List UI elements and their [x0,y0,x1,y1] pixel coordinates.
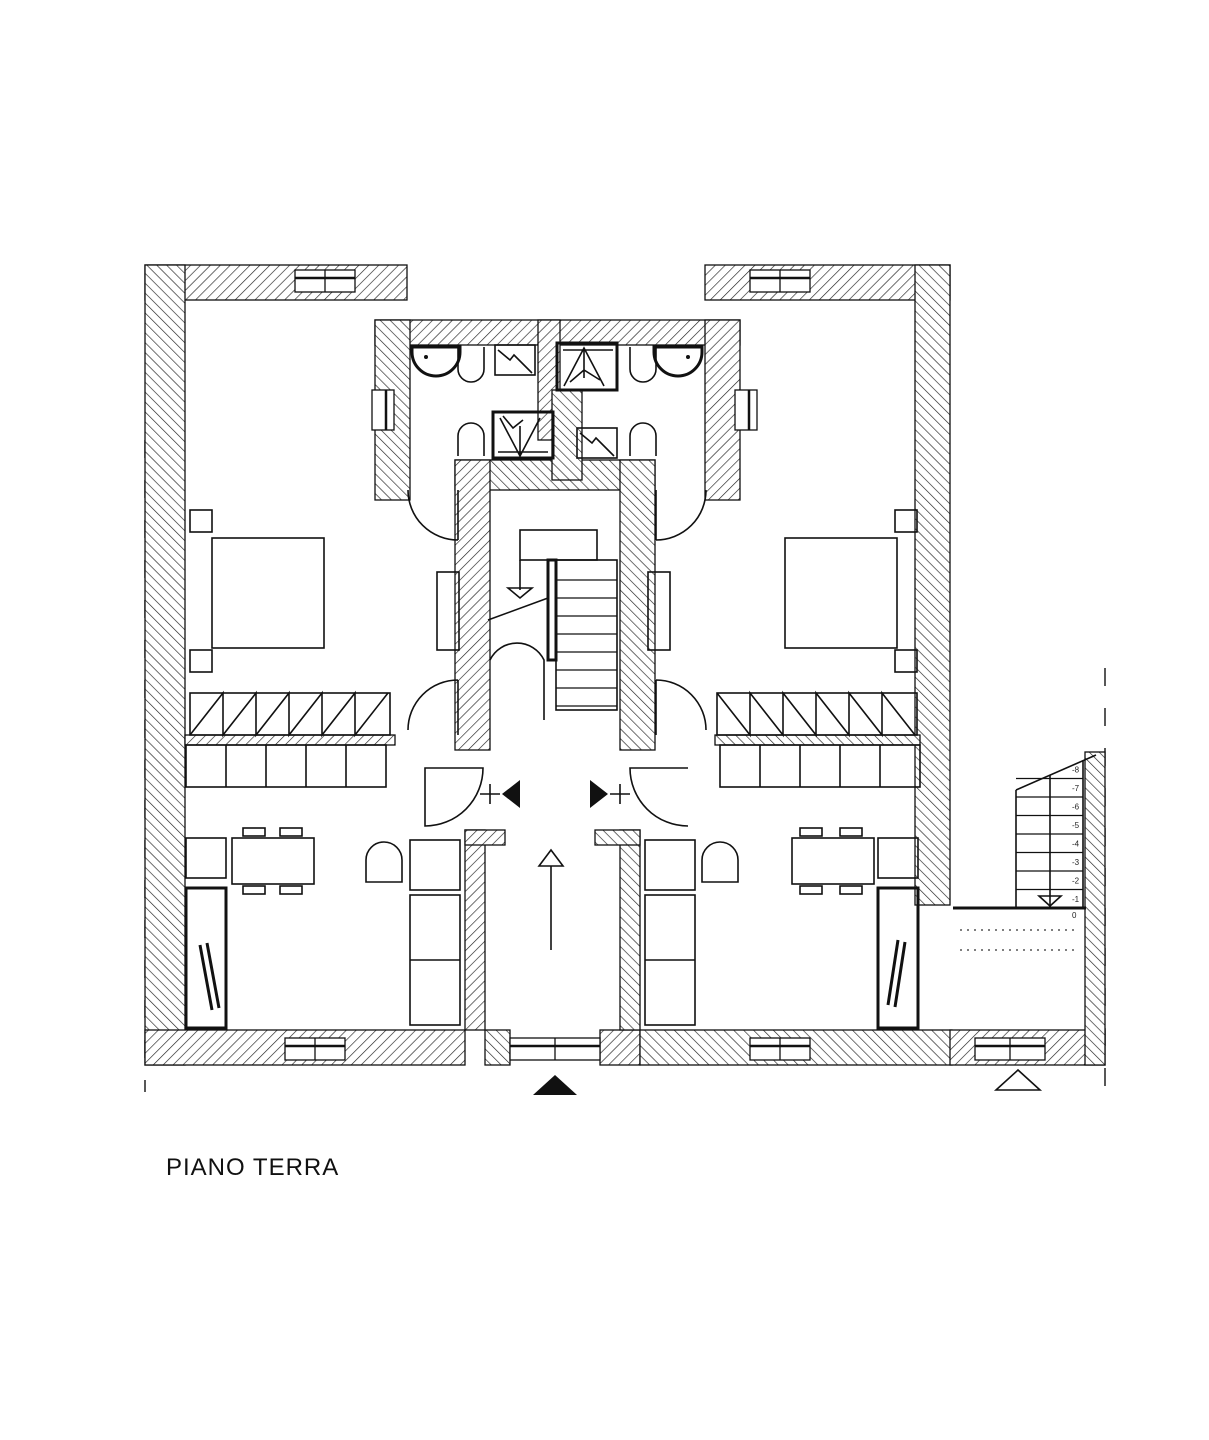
side-entrance-marker [993,1068,1043,1091]
stair-level-label: -8 [1072,766,1080,775]
window [734,389,758,431]
stair-level-label: -3 [1072,858,1080,867]
wall [619,829,641,1031]
wall [184,734,396,746]
wall [914,264,951,906]
stair-level-label: -2 [1072,877,1080,886]
window [294,269,356,293]
bed [784,537,898,649]
window [974,1037,1046,1061]
windows [284,269,1046,1061]
window [749,1037,811,1061]
kitchen-counter [719,744,921,788]
wall [1084,751,1106,1066]
wall [594,829,641,846]
plan-title: PIANO TERRA [166,1154,340,1181]
window [509,1037,601,1061]
dining-table [791,837,875,885]
wall [704,264,951,301]
side-staircase: -8 -7 -6 -5 -4 -3 -2 -1 0 [953,754,1097,951]
window [284,1037,346,1061]
wall [454,459,491,751]
bathroom-right [555,341,704,459]
stair-level-label: -7 [1072,784,1080,793]
wall [714,734,921,746]
walls [144,264,1106,1066]
kitchen-counter [185,744,387,788]
wall [144,264,186,1066]
apartment-left [184,509,461,1030]
bathroom-left [410,344,555,460]
wall [144,264,408,301]
wall [619,459,656,751]
wall [464,829,486,1031]
apartment-right [644,509,921,1030]
stair-level-label: -6 [1072,803,1080,812]
main-entrance-marker [533,1075,577,1095]
stair-level-label: -4 [1072,840,1080,849]
doors [407,489,707,827]
window [371,389,395,431]
wall [464,829,506,846]
bed [211,537,325,649]
wall [484,1029,511,1066]
stair-level-label: -1 [1072,895,1080,904]
window [749,269,811,293]
entrance-arrows [480,780,1043,1095]
dining-table [231,837,315,885]
stair-level-label: 0 [1072,911,1077,920]
central-staircase [487,529,618,711]
stair-level-label: -5 [1072,821,1080,830]
wall [599,1029,641,1066]
